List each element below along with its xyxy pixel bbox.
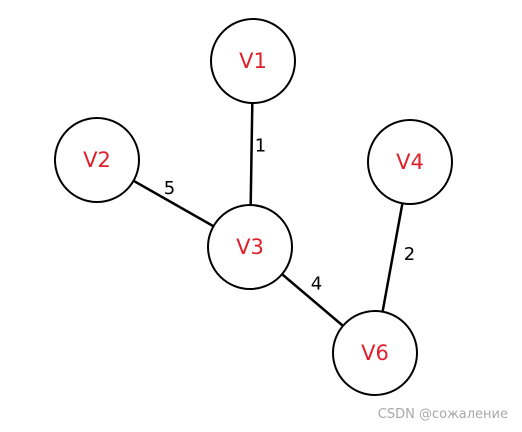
- node-v2: V2: [54, 117, 140, 203]
- node-circle-v2: [54, 117, 140, 203]
- node-label-v6: V6: [361, 341, 389, 365]
- node-v4: V4: [367, 119, 453, 205]
- node-circle-v1: [210, 18, 296, 104]
- node-v1: V1: [210, 18, 296, 104]
- node-v6: V6: [332, 310, 418, 396]
- edge-weight-v2-v3: 5: [164, 178, 175, 199]
- node-label-v2: V2: [83, 148, 111, 172]
- node-circle-v4: [367, 119, 453, 205]
- edge-weight-v3-v6: 4: [311, 274, 322, 295]
- edge-weight-v4-v6: 2: [404, 244, 415, 265]
- node-label-v3: V3: [236, 235, 264, 259]
- node-label-v1: V1: [239, 49, 267, 73]
- node-circle-v3: [207, 204, 293, 290]
- node-label-v4: V4: [396, 150, 424, 174]
- node-circle-v6: [332, 310, 418, 396]
- edge-weight-v1-v3: 1: [255, 136, 266, 157]
- node-v3: V3: [207, 204, 293, 290]
- watermark: CSDN @сожаление: [377, 407, 508, 422]
